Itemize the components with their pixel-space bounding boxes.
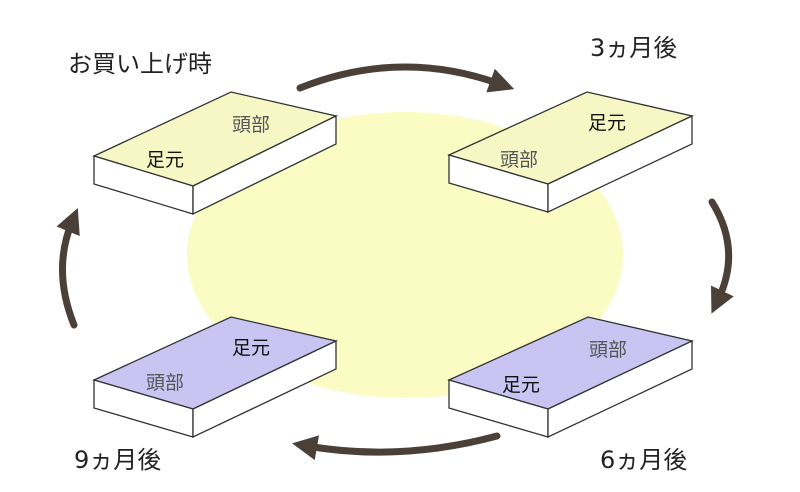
mattress-6-months: 頭部 足元	[447, 316, 694, 439]
mattress-9-months: 足元 頭部	[92, 316, 338, 439]
mattress-right-side	[547, 114, 693, 214]
mattress-foot-label: 足元	[502, 374, 540, 396]
mattress-right-side	[192, 114, 337, 216]
caption-purchase: お買い上げ時	[68, 50, 212, 78]
mattress-purchase: 頭部 足元	[92, 91, 338, 216]
caption-3-months: 3ヵ月後	[590, 34, 678, 62]
mattress-head-label: 頭部	[232, 114, 270, 136]
mattress-foot-label: 足元	[232, 337, 270, 359]
arrow-9-months-to-purchase	[56, 208, 80, 329]
mattress-head-label: 頭部	[589, 339, 627, 361]
mattress-head-label: 頭部	[146, 372, 184, 394]
arrow-purchase-to-3-months	[296, 63, 515, 93]
mattress-foot-label: 足元	[588, 112, 626, 134]
caption-6-months: 6ヵ月後	[600, 446, 688, 474]
mattress-3-months: 足元 頭部	[447, 91, 694, 214]
mattress-right-side	[192, 339, 337, 439]
mattress-foot-label: 足元	[146, 149, 184, 171]
caption-9-months: 9ヵ月後	[74, 446, 162, 474]
mattress-right-side	[547, 339, 693, 439]
mattress-head-label: 頭部	[500, 149, 538, 171]
arrow-3-to-6-months	[708, 198, 734, 314]
arrow-6-to-9-months	[292, 432, 501, 461]
